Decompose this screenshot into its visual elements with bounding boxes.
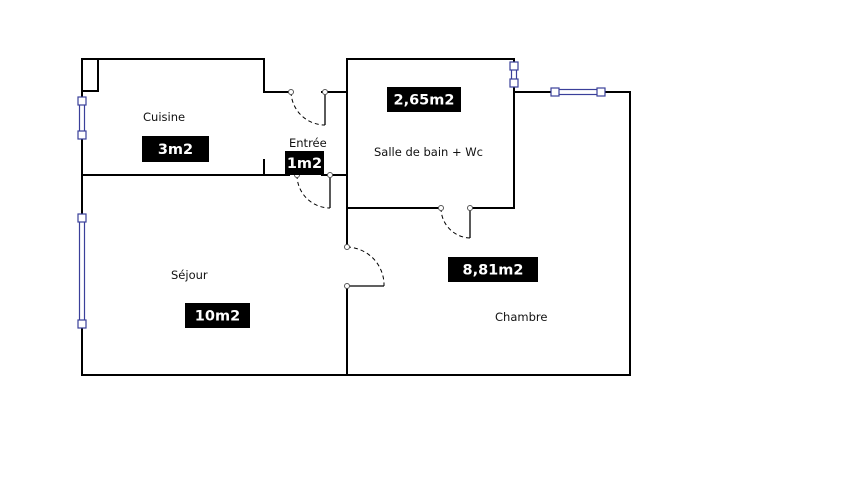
room-name-cuisine: Cuisine: [143, 110, 185, 124]
window-bathroom: [509, 61, 519, 88]
area-badges: 3m2 1m2 2,65m2 10m2 8,81m2: [142, 87, 538, 328]
door-entry: [288, 89, 328, 126]
room-labels: Cuisine Entrée Salle de bain + Wc Séjour…: [143, 110, 547, 324]
room-name-sdb: Salle de bain + Wc: [374, 145, 483, 159]
doors: [288, 89, 473, 289]
area-badge-cuisine: 3m2: [142, 136, 209, 162]
area-text-chambre: 8,81m2: [463, 263, 524, 279]
room-name-entree: Entrée: [289, 136, 327, 150]
area-text-cuisine: 3m2: [158, 142, 193, 158]
area-text-entree: 1m2: [287, 156, 322, 172]
area-badge-sejour: 10m2: [185, 303, 250, 328]
area-badge-sdb: 2,65m2: [387, 87, 461, 112]
windows: [77, 61, 606, 329]
area-text-sdb: 2,65m2: [394, 93, 455, 109]
walls: [81, 58, 631, 376]
window-kitchen: [77, 96, 87, 140]
area-badge-chambre: 8,81m2: [448, 257, 538, 282]
window-living: [77, 213, 87, 329]
door-bedroom: [344, 244, 385, 289]
room-name-chambre: Chambre: [495, 310, 547, 324]
area-text-sejour: 10m2: [195, 309, 240, 325]
room-name-sejour: Séjour: [171, 268, 208, 282]
door-bathroom: [438, 205, 473, 239]
window-bedroom: [550, 87, 606, 97]
area-badge-entree: 1m2: [285, 151, 324, 175]
door-living: [294, 172, 333, 209]
